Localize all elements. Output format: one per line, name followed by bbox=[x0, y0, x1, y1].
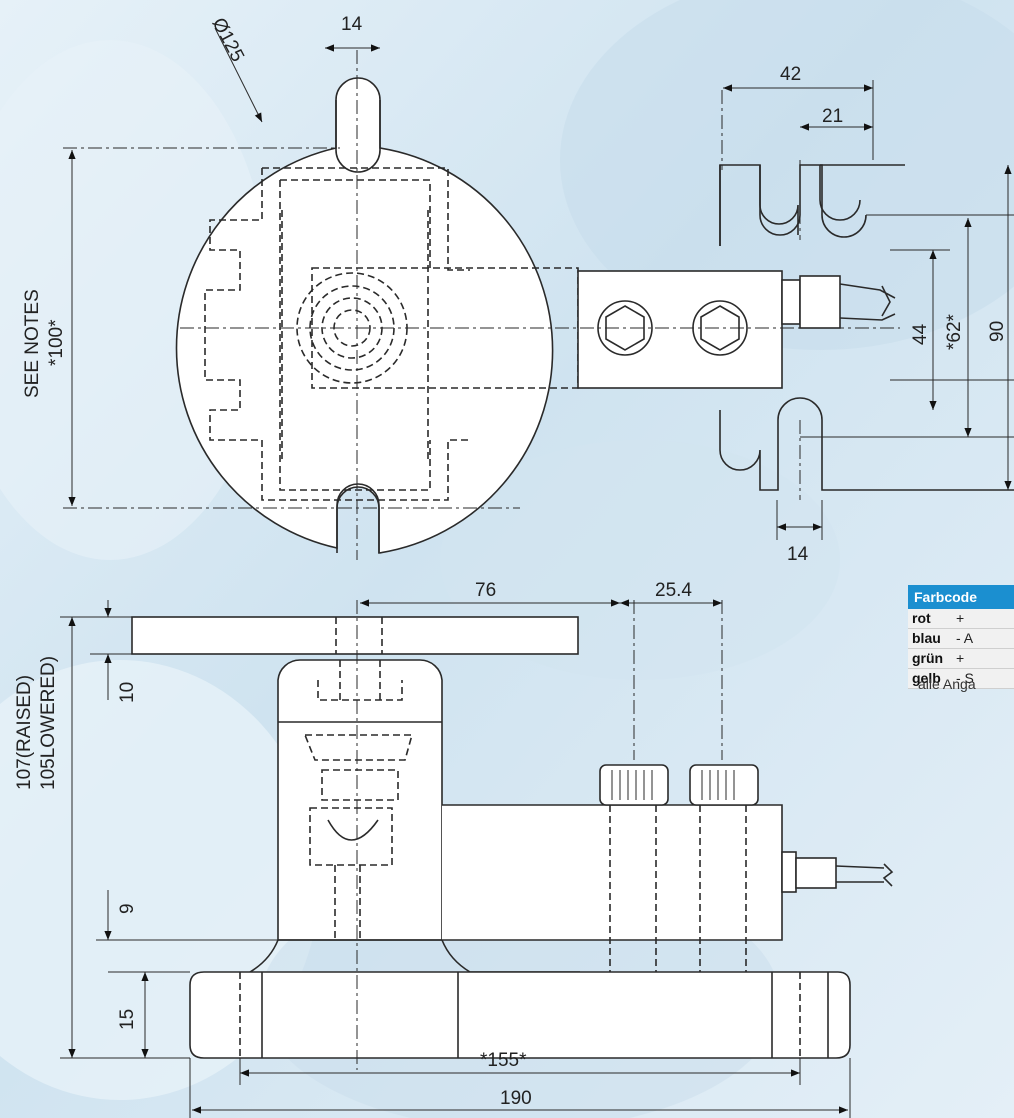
dim-105-lowered: 105LOWERED) bbox=[38, 656, 59, 790]
base-disc-outline bbox=[175, 77, 554, 554]
dim-42: 42 bbox=[780, 64, 801, 85]
dim-76: 76 bbox=[475, 580, 496, 601]
bolt-head-1 bbox=[599, 764, 669, 806]
dim-25-4: 25.4 bbox=[655, 580, 692, 601]
legend-row: rot + bbox=[908, 609, 1014, 629]
beam-side bbox=[442, 804, 783, 941]
dim-10: 10 bbox=[117, 682, 138, 703]
legend-value: + bbox=[956, 650, 965, 666]
legend-value: - S bbox=[956, 670, 974, 686]
legend-color-name: grün bbox=[912, 650, 944, 666]
dim-14-slot: 14 bbox=[341, 14, 363, 35]
dim-21: 21 bbox=[822, 106, 843, 127]
hidden-block-outline bbox=[204, 167, 470, 501]
dim-14-bottom: 14 bbox=[787, 544, 809, 565]
top-view: 14 Ø125 42 21 SEE NOTES *100* 44 *62* 90… bbox=[22, 14, 1014, 565]
bottom-slot bbox=[336, 483, 380, 553]
dim-155: *155* bbox=[480, 1050, 527, 1071]
dimensions-note: alle Anga bbox=[918, 676, 976, 692]
dim-9: 9 bbox=[117, 903, 138, 914]
legend-value: - A bbox=[956, 630, 974, 646]
color-code-legend: Farbcode rot + blau - A grün + gelb - S bbox=[908, 585, 1014, 689]
dim-44: 44 bbox=[910, 323, 931, 345]
dim-diameter: Ø125 bbox=[208, 14, 248, 65]
dim-90: 90 bbox=[987, 321, 1008, 342]
mount-bracket bbox=[719, 164, 905, 246]
side-view: 76 25.4 10 107(RAISED) 105LOWERED) 9 15 … bbox=[14, 580, 894, 1118]
legend-value: + bbox=[956, 610, 965, 626]
dim-100: *100* bbox=[46, 319, 67, 366]
legend-row: blau - A bbox=[908, 629, 1014, 649]
dim-107-raised: 107(RAISED) bbox=[14, 675, 35, 790]
legend-title: Farbcode bbox=[908, 585, 1014, 609]
dim-15: 15 bbox=[117, 1009, 138, 1030]
legend-color-name: blau bbox=[912, 630, 941, 646]
legend-color-name: gelb bbox=[912, 670, 941, 686]
base-plate bbox=[189, 971, 851, 1059]
dim-62: *62* bbox=[944, 313, 965, 350]
top-slot bbox=[335, 100, 381, 173]
dim-see-notes: SEE NOTES bbox=[22, 289, 43, 398]
legend-color-name: rot bbox=[912, 610, 931, 626]
top-plate bbox=[131, 616, 579, 655]
dim-190: 190 bbox=[500, 1088, 532, 1109]
legend-row: gelb - S bbox=[908, 669, 1014, 689]
bolt-head-2 bbox=[689, 764, 759, 806]
legend-row: grün + bbox=[908, 649, 1014, 669]
cable-gland bbox=[781, 279, 801, 325]
